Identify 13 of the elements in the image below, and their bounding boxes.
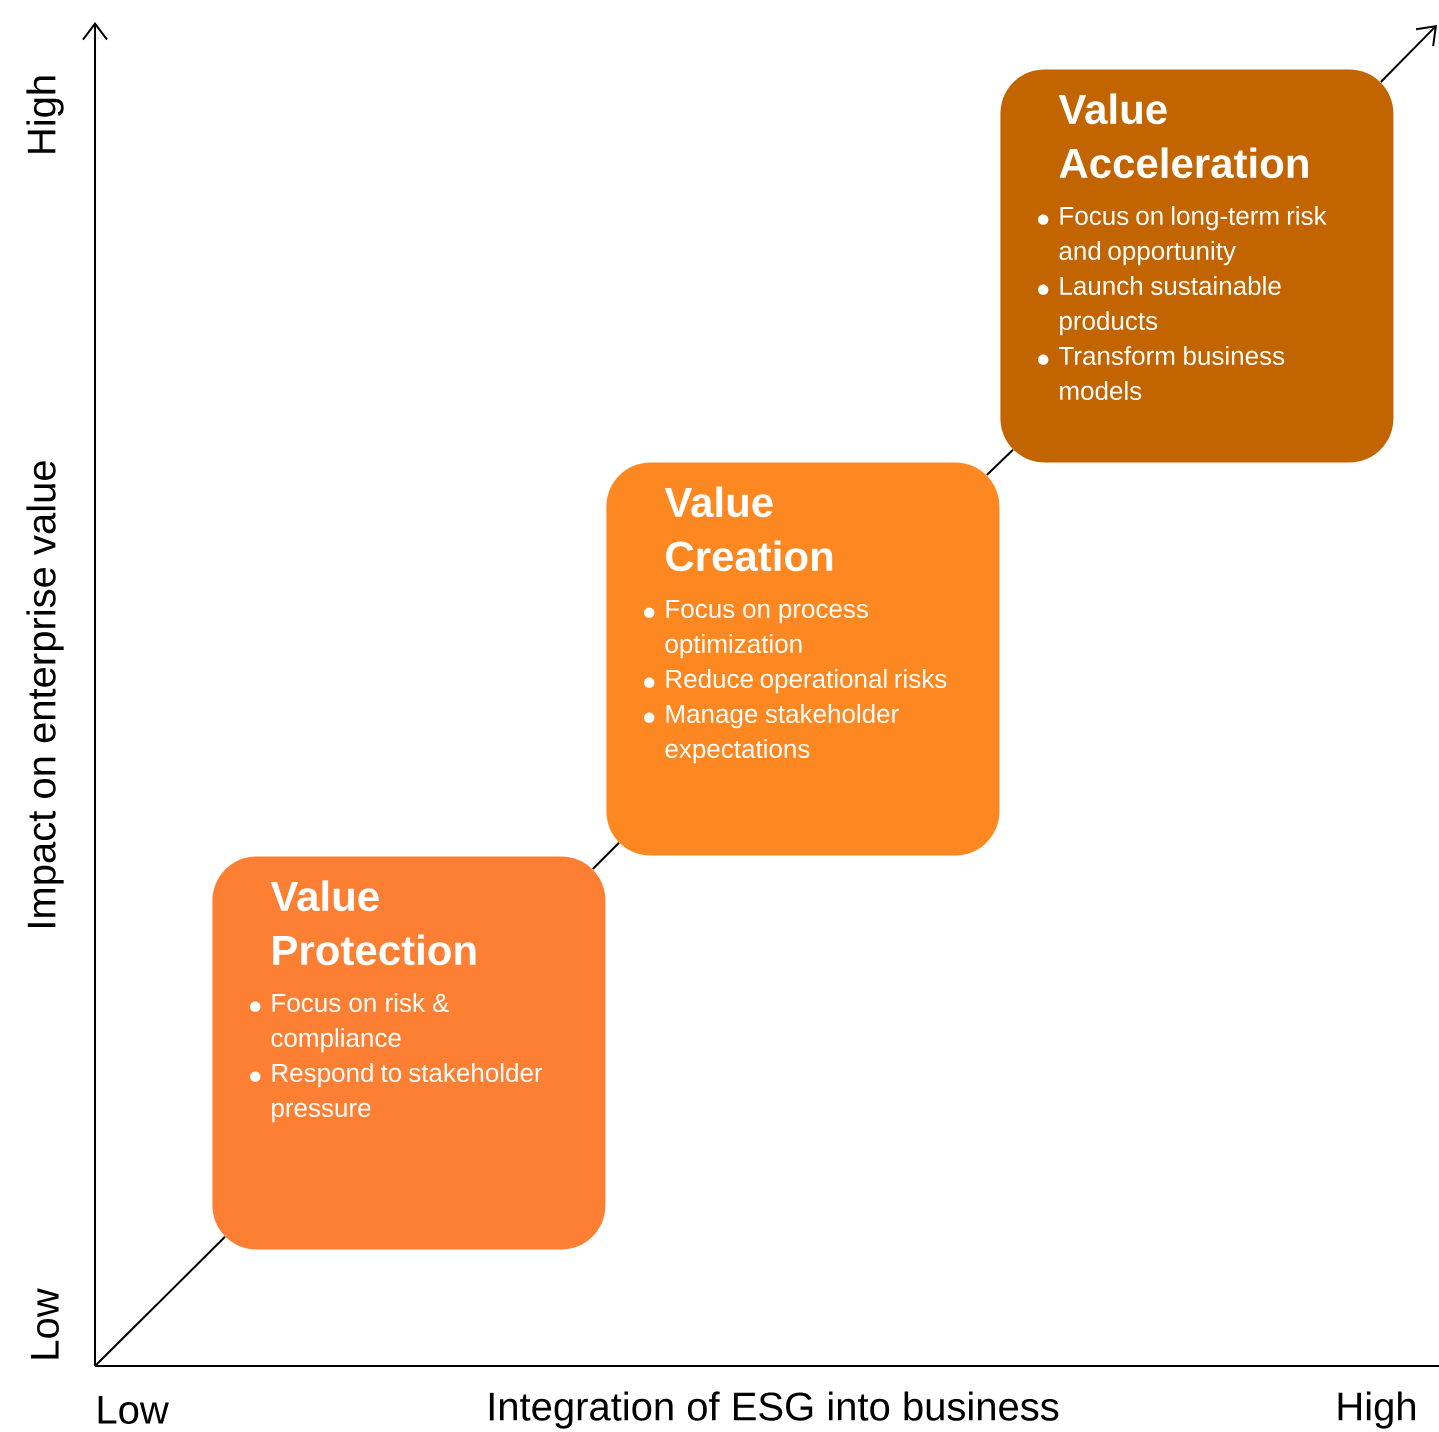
stage-box: Value Acceleration Focus on long-term risk and opportunity Launch sustainable products Transform business models: [1000, 69, 1394, 463]
stage-box: Value Protection Focus on risk & compliance Respond to stakeholder pressure: [212, 856, 606, 1250]
diagonal-line: [985, 448, 1014, 476]
axis-label: High: [26, 76, 64, 153]
axis-label: Low: [31, 1288, 59, 1359]
axis-label: Integration of ESG into business: [489, 1391, 1059, 1429]
axis-label: High: [1338, 1391, 1415, 1429]
diagonal-line: [1379, 25, 1438, 83]
axis-label: Impact on enterprise value: [26, 461, 64, 927]
diagonal-line: [94, 1235, 226, 1367]
axis-label: Low: [98, 1396, 169, 1424]
diagonal-line: [591, 841, 620, 870]
stage-box: Value Creation Focus on process optimization Reduce operational risks Manage stakeholder expectations: [606, 462, 1000, 856]
